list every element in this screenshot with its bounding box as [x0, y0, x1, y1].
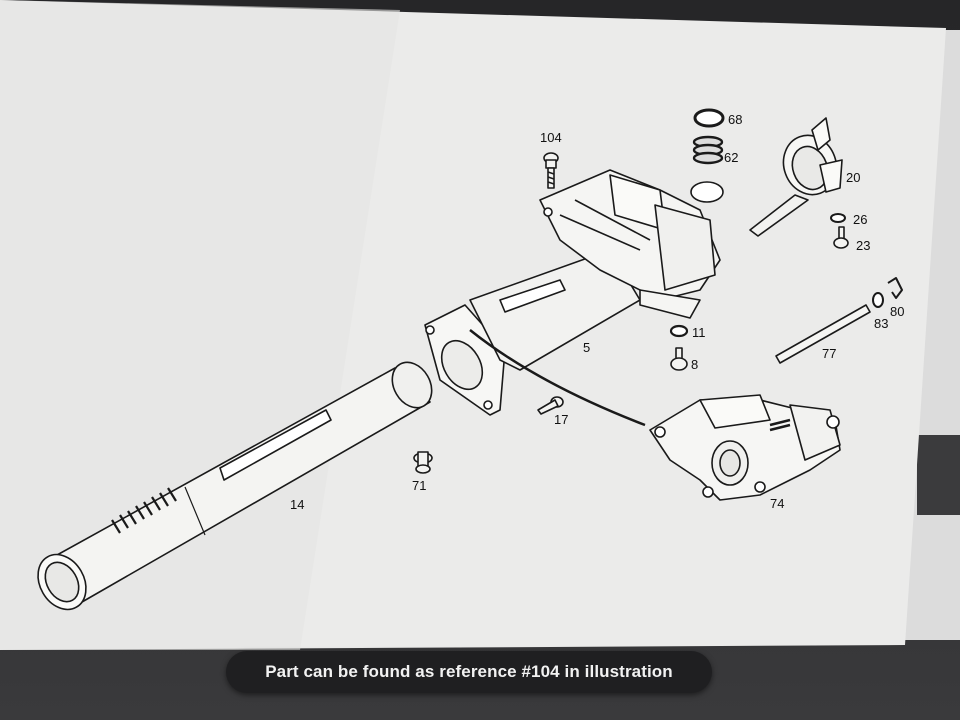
callout-83: 83	[874, 316, 888, 331]
callout-68: 68	[728, 112, 742, 127]
part-62-spring	[692, 135, 724, 165]
part-83-washer	[872, 292, 884, 308]
part-8-screw	[670, 347, 688, 371]
caption-text: Part can be found as reference #104 in i…	[265, 662, 673, 681]
part-17-screw	[537, 396, 564, 415]
part-104-bolt	[543, 152, 559, 189]
callout-23: 23	[856, 238, 870, 253]
part-74-actuator	[649, 394, 841, 501]
callout-8: 8	[691, 357, 698, 372]
part-23-screw	[833, 226, 849, 249]
callout-62: 62	[724, 150, 738, 165]
callout-104: 104	[540, 130, 562, 145]
part-20-bracket	[749, 117, 843, 237]
part-68-ring	[693, 108, 725, 128]
part-80-clip	[887, 277, 903, 299]
part-11-washer	[669, 324, 689, 338]
callout-17: 17	[554, 412, 568, 427]
callout-14: 14	[290, 497, 304, 512]
paper-shade	[0, 0, 400, 650]
callout-77: 77	[822, 346, 836, 361]
callout-5: 5	[583, 340, 590, 355]
callout-71: 71	[412, 478, 426, 493]
callout-11: 11	[692, 325, 706, 340]
caption-bar: Part can be found as reference #104 in i…	[226, 651, 712, 693]
part-26-washer	[830, 213, 846, 223]
part-5-housing	[424, 169, 724, 416]
background-dark-band	[917, 435, 960, 515]
part-77-rod	[775, 304, 871, 364]
part-71-bolt	[413, 451, 433, 474]
callout-74: 74	[770, 496, 784, 511]
part-14-tube	[37, 361, 433, 611]
connection-line	[469, 329, 646, 427]
callout-80: 80	[890, 304, 904, 319]
callout-26: 26	[853, 212, 867, 227]
callout-20: 20	[846, 170, 860, 185]
